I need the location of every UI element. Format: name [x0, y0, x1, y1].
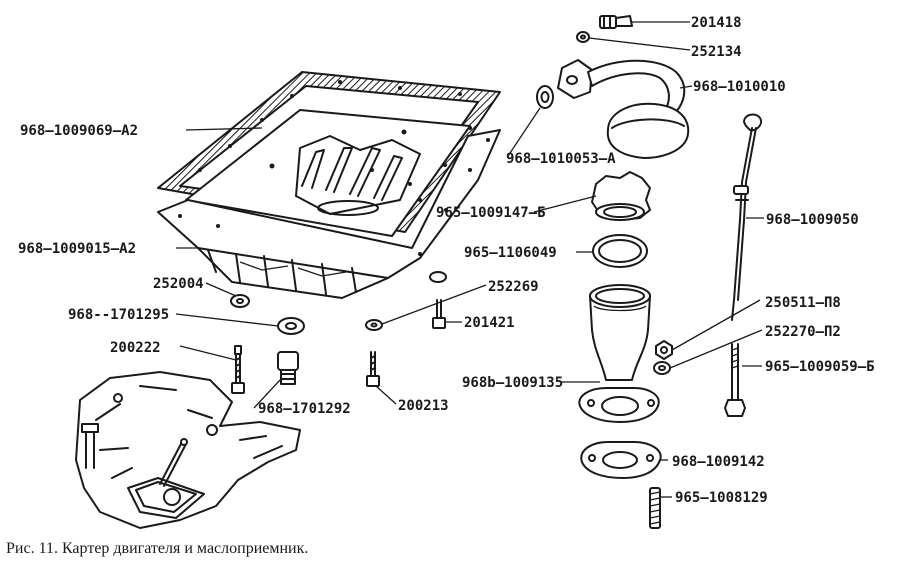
washer-252004 — [230, 294, 250, 308]
label-968-1009050: 968—1009050 — [766, 212, 859, 228]
washer-252270-P2 — [653, 361, 671, 375]
label-968-1701295: 968--1701295 — [68, 307, 169, 323]
label-252270-p2: 252270—П2 — [765, 324, 841, 340]
oil-pan — [157, 109, 501, 299]
label-968-1009069-a2: 968—1009069—А2 — [20, 123, 138, 139]
nut-250511-P8 — [655, 340, 673, 360]
label-965-1106049: 965—1106049 — [464, 245, 557, 261]
figure-caption: Рис. 11. Картер двигателя и маслоприемни… — [6, 540, 309, 557]
seal-ring — [592, 234, 648, 268]
label-968b-1009135: 968b—1009135 — [462, 375, 563, 391]
label-201418: 201418 — [691, 15, 742, 31]
engine-block — [75, 371, 301, 529]
label-968-1009142: 968—1009142 — [672, 454, 765, 470]
label-200222: 200222 — [110, 340, 161, 356]
label-965-1008129: 965—1008129 — [675, 490, 768, 506]
dipstick — [731, 113, 762, 321]
filler-cap — [591, 171, 651, 221]
plug-968-1701292 — [277, 351, 299, 385]
leader-lines — [175, 21, 764, 498]
bolt-200213 — [366, 351, 380, 387]
label-968-1009015-a2: 968—1009015—А2 — [18, 241, 136, 257]
flange-gasket — [580, 441, 662, 479]
bolt-200222 — [231, 345, 245, 394]
label-968-1701292: 968—1701292 — [258, 401, 351, 417]
washer-252269 — [365, 271, 447, 331]
bolt-201421 — [432, 299, 446, 329]
label-200213: 200213 — [398, 398, 449, 414]
bolt-201418 — [599, 15, 633, 29]
label-252269: 252269 — [488, 279, 539, 295]
filler-neck — [578, 284, 660, 423]
part-labels: 201418 252134 968—1010010 968—1009069—А2… — [18, 15, 875, 506]
oil-intake-pipe — [557, 59, 690, 159]
label-252134: 252134 — [691, 44, 742, 60]
bolt-965-1009059-B — [724, 343, 746, 417]
label-968-1010053-a: 968—1010053—А — [506, 151, 616, 167]
label-252004: 252004 — [153, 276, 204, 292]
label-965-1009147-b: 965—1009147—Б — [436, 205, 546, 221]
label-968-1010010: 968—1010010 — [693, 79, 786, 95]
stud — [649, 487, 661, 529]
label-201421: 201421 — [464, 315, 515, 331]
washer-252134 — [576, 31, 590, 43]
label-250511-p8: 250511—П8 — [765, 295, 841, 311]
label-965-1009059-b: 965—1009059—Б — [765, 359, 875, 375]
seal-968-1701295 — [277, 317, 305, 335]
gasket-968-1010053-A — [536, 85, 554, 109]
